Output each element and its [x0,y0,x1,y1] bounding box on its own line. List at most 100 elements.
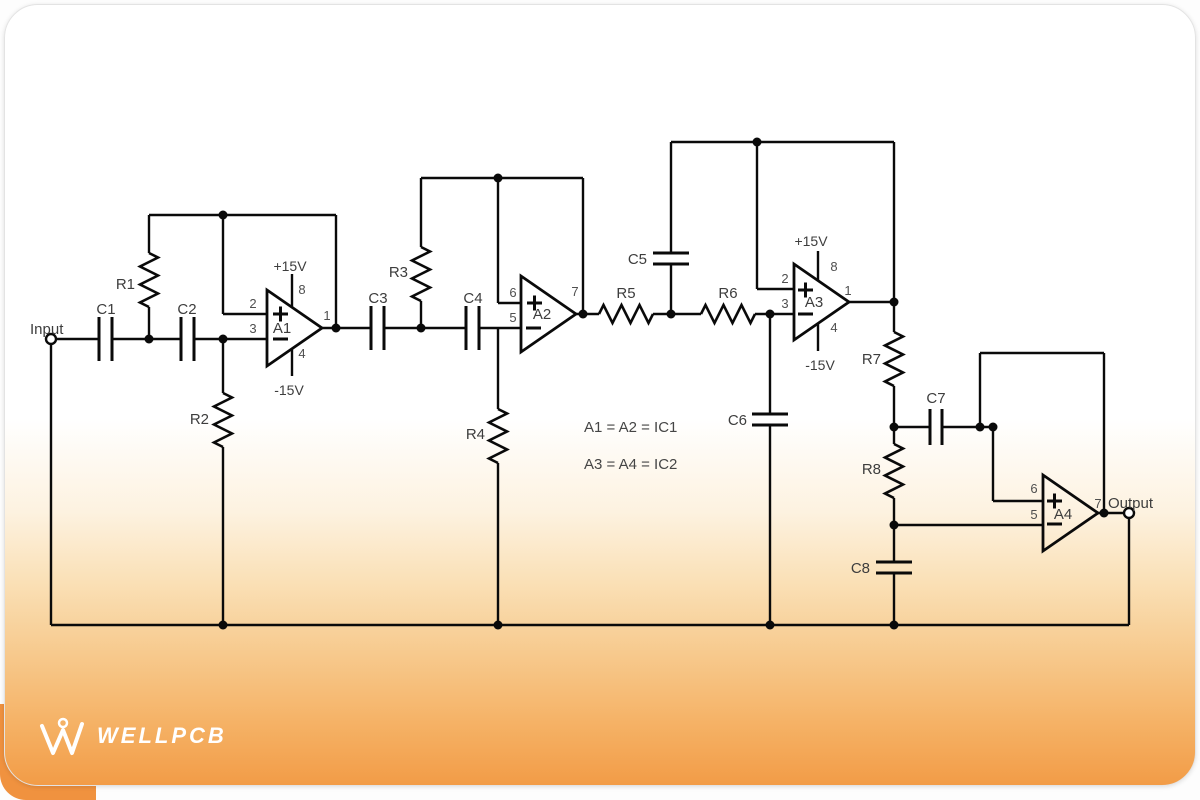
junction-dot [889,297,899,307]
capacitor-plates [653,251,689,266]
pin-label-3: 3 [781,296,788,311]
plus-sign [1047,493,1062,509]
opamp-A1: A1 2 3 8 4 1 +15V -15V [249,258,330,398]
label-C4: C4 [463,290,482,307]
input-terminal: Input [30,321,64,346]
junction-dot [578,309,588,319]
opamp-triangle [265,287,325,369]
resistor-zigzag [597,302,655,326]
note-line-2: A3 = A4 = IC2 [584,456,677,473]
pin-label-2: 2 [249,296,256,311]
label-A3: A3 [805,294,823,311]
pin-label-5: 5 [509,310,516,325]
wellpcb-logo-mark [40,717,84,755]
resistor-zigzag [211,391,235,449]
label-A2: A2 [533,306,551,323]
capacitor-C2: C2 [149,301,223,361]
junction-dot [765,309,775,319]
label-C1: C1 [96,301,115,318]
junction-dot [666,309,676,319]
resistor-R5: R5 [583,285,671,326]
pin-label-4: 4 [830,320,837,335]
pin-label-7: 7 [1094,496,1101,511]
capacitor-C4: C4 [421,290,521,350]
label-R5: R5 [616,285,635,302]
junction-dot [493,620,503,630]
supply-pos-label: +15V [794,233,828,249]
opamp-triangle [792,261,852,343]
capacitor-C7: C7 [894,390,993,445]
pin-label-1: 1 [323,308,330,323]
plus-sign [273,306,288,322]
junction-dot [218,620,228,630]
resistor-zigzag [882,330,906,388]
junction-dot [331,323,341,333]
junction-dot [752,137,762,147]
junction-dots [144,137,1109,630]
supply-neg-label: -15V [274,382,304,398]
label-R6: R6 [718,285,737,302]
plus-sign [527,295,542,311]
label-C2: C2 [177,301,196,318]
input-label: Input [30,321,64,338]
resistor-R6: R6 [671,285,770,326]
opamp-A3: A3 2 3 8 4 1 +15V -15V [781,233,851,373]
junction-dot [1099,508,1109,518]
junction-dot [493,173,503,183]
pin-label-8: 8 [298,282,305,297]
resistor-zigzag [882,442,906,500]
capacitor-plates [752,412,788,427]
resistor-R4: R4 [466,328,510,625]
note-line-1: A1 = A2 = IC1 [584,419,677,436]
resistor-R8: R8 [862,427,906,525]
resistor-zigzag [137,251,161,309]
resistor-R7: R7 [862,302,906,427]
junction-dot [218,210,228,220]
wellpcb-logo-text: WELLPCB [97,723,227,748]
label-R4: R4 [466,426,485,443]
capacitor-plates [928,409,944,445]
output-label: Output [1108,495,1154,512]
junction-dot [889,422,899,432]
junction-dot [988,422,998,432]
capacitor-C1: C1 [56,301,149,361]
capacitor-C3: C3 [322,290,421,350]
label-A4: A4 [1054,506,1072,523]
capacitor-plates [876,560,912,575]
junction-dot [975,422,985,432]
label-C3: C3 [368,290,387,307]
plus-sign [798,282,813,298]
capacitor-C6: C6 [728,314,788,625]
wellpcb-logo: WELLPCB [37,713,227,759]
label-R2: R2 [190,411,209,428]
logo-w-icon [40,722,84,755]
label-R3: R3 [389,264,408,281]
resistor-R1: R1 [116,215,161,339]
capacitor-plates [179,317,196,361]
logo-ring-icon [57,717,69,729]
input-terminal-circle [44,332,58,346]
opamp-triangle [519,273,579,355]
opamp-A4: A4 6 5 7 [1030,472,1102,554]
capacitor-C5: C5 [628,142,689,314]
pin-label-6: 6 [1030,481,1037,496]
pin-label-4: 4 [298,346,305,361]
opamp-A2: A2 6 5 7 [509,273,579,355]
pin-label-7: 7 [571,284,578,299]
pin-label-6: 6 [509,285,516,300]
resistor-R3: R3 [389,178,433,328]
pin-label-1: 1 [844,283,851,298]
capacitor-plates [97,317,114,361]
label-C5: C5 [628,251,647,268]
resistor-R2: R2 [190,339,235,625]
output-terminal: Output [1108,495,1154,520]
ic-notes: A1 = A2 = IC1 A3 = A4 = IC2 [584,419,677,473]
circuit-schematic: R1 R2 R3 R4 R5 [30,137,1154,630]
schematic-card: R1 R2 R3 R4 R5 [4,4,1196,786]
resistor-zigzag [699,302,757,326]
pin-label-5: 5 [1030,507,1037,522]
label-C8: C8 [851,560,870,577]
pin-label-3: 3 [249,321,256,336]
junction-dot [144,334,154,344]
